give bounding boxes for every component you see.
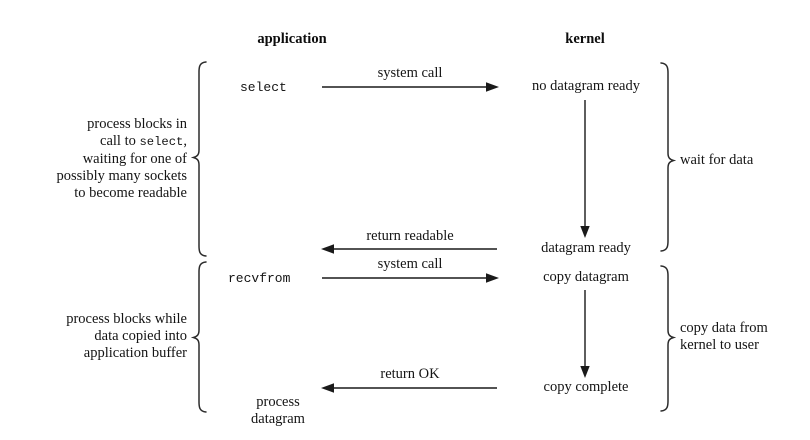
arrow-return-ok — [321, 383, 497, 393]
left-annotation-line-3: waiting for one of — [82, 151, 187, 167]
arrow-kernel-wait-down — [580, 100, 590, 238]
column-header-kernel: kernel — [565, 31, 605, 47]
left-annotation-line-5: to become readable — [74, 185, 187, 201]
arrow-return-readable — [321, 244, 497, 254]
arrow-system-call-2 — [322, 273, 499, 283]
left-annotation-2-line-1: process blocks while — [66, 311, 187, 327]
left-annotation-line-2: call to select, — [20, 133, 187, 151]
column-header-application: application — [257, 31, 327, 47]
right-annotation-copy-data-line-1: copy data from — [680, 320, 768, 336]
result-line-2: datagram — [251, 411, 305, 427]
left-annotation-line-2-post: , — [183, 133, 187, 149]
arrow-label-system-call-1: system call — [377, 65, 443, 81]
result-line-1: process — [256, 394, 300, 410]
arrow-system-call-1 — [322, 82, 499, 92]
kernel-state-no-datagram-ready: no datagram ready — [532, 78, 640, 94]
left-bracket-select-phase — [190, 61, 207, 257]
arrow-label-system-call-2: system call — [377, 256, 443, 272]
left-annotation-2-line-3: application buffer — [83, 345, 187, 361]
call-recvfrom: recvfrom — [228, 271, 291, 286]
left-annotation-line-1: process blocks in — [87, 116, 187, 132]
right-bracket-copy-data — [660, 265, 677, 412]
right-annotation-copy-data-line-2: kernel to user — [680, 337, 759, 353]
arrow-label-return-ok: return OK — [380, 366, 440, 382]
right-annotation-wait-for-data: wait for data — [680, 152, 754, 168]
left-annotation-select-block: process blocks in call to select, waitin… — [20, 116, 188, 202]
left-annotation-recvfrom-block: process blocks while data copied into ap… — [20, 311, 187, 362]
right-annotation-copy-data-block: copy data from kernel to user — [680, 320, 800, 354]
arrow-kernel-copy-down — [580, 290, 590, 378]
call-select: select — [240, 80, 287, 95]
kernel-state-datagram-ready: datagram ready — [541, 240, 631, 256]
left-annotation-line-2-pre: call to — [100, 133, 140, 149]
kernel-state-copy-complete: copy complete — [543, 379, 629, 395]
left-annotation-line-2-mono: select — [139, 135, 184, 149]
left-annotation-line-4: possibly many sockets — [56, 168, 188, 184]
left-bracket-recvfrom-phase — [190, 261, 207, 413]
kernel-state-copy-datagram: copy datagram — [543, 269, 629, 285]
arrow-label-return-readable: return readable — [366, 228, 454, 244]
result-process-datagram-block: process datagram — [218, 394, 338, 428]
left-annotation-2-line-2: data copied into — [94, 328, 187, 344]
